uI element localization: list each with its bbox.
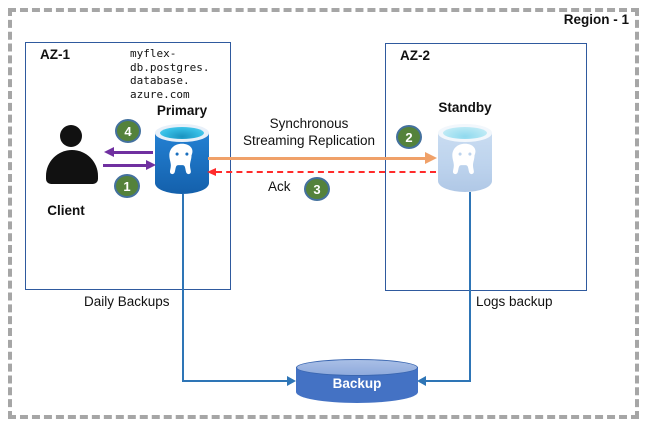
backup-storage-icon: Backup [296, 359, 418, 403]
az1-boundary [25, 42, 231, 290]
cylinder-top [160, 127, 204, 139]
replication-label-line1: Synchronous [269, 116, 349, 131]
cylinder-top [296, 359, 418, 376]
step-badge-4: 4 [115, 119, 141, 143]
primary-to-backup-connector-horizontal [182, 380, 288, 382]
person-head [60, 125, 82, 147]
person-body [46, 150, 98, 184]
hostname-line: azure.com [130, 87, 190, 101]
standby-postgres-icon [438, 124, 492, 192]
cylinder-top [443, 127, 487, 139]
primary-to-client-arrow [113, 151, 153, 154]
hostname-line: db.postgres. [130, 60, 210, 74]
primary-postgres-icon [155, 124, 209, 194]
logs-backup-label: Logs backup [476, 294, 553, 309]
ack-label: Ack [268, 179, 291, 194]
region-label: Region - 1 [563, 12, 629, 27]
client-to-primary-arrow [103, 164, 147, 167]
ack-arrowhead [207, 168, 216, 176]
primary-to-backup-connector-vertical [182, 194, 184, 382]
standby-to-backup-connector-horizontal [426, 380, 471, 382]
primary-to-client-arrowhead [104, 147, 114, 157]
hostname-line: database. [130, 74, 190, 87]
standby-to-backup-connector-vertical [469, 192, 471, 382]
az1-label: AZ-1 [40, 47, 70, 62]
standby-label: Standby [438, 100, 492, 115]
client-to-primary-arrowhead [146, 160, 156, 170]
backup-label: Backup [332, 376, 382, 391]
step-badge-1: 1 [114, 174, 140, 198]
postgresql-elephant-icon [452, 143, 476, 175]
replication-arrowhead [425, 152, 437, 164]
az2-boundary [385, 43, 587, 291]
client-label: Client [47, 203, 85, 218]
replication-label-line2: Streaming Replication [242, 132, 376, 148]
primary-to-backup-arrowhead [287, 376, 296, 386]
step-badge-2: 2 [396, 125, 422, 149]
hostname-line: myflex- [130, 47, 177, 60]
az2-label: AZ-2 [400, 48, 430, 63]
primary-hostname: myflex- db.postgres. database. azure.com [130, 47, 209, 101]
postgresql-elephant-icon [169, 143, 193, 175]
client-person-icon [44, 124, 100, 188]
standby-to-backup-arrowhead [417, 376, 426, 386]
daily-backups-label: Daily Backups [84, 294, 170, 309]
step-badge-3: 3 [304, 177, 330, 201]
primary-label: Primary [156, 103, 208, 118]
ack-arrow [216, 171, 436, 173]
region-boundary [8, 8, 639, 419]
replication-arrow [208, 157, 426, 160]
